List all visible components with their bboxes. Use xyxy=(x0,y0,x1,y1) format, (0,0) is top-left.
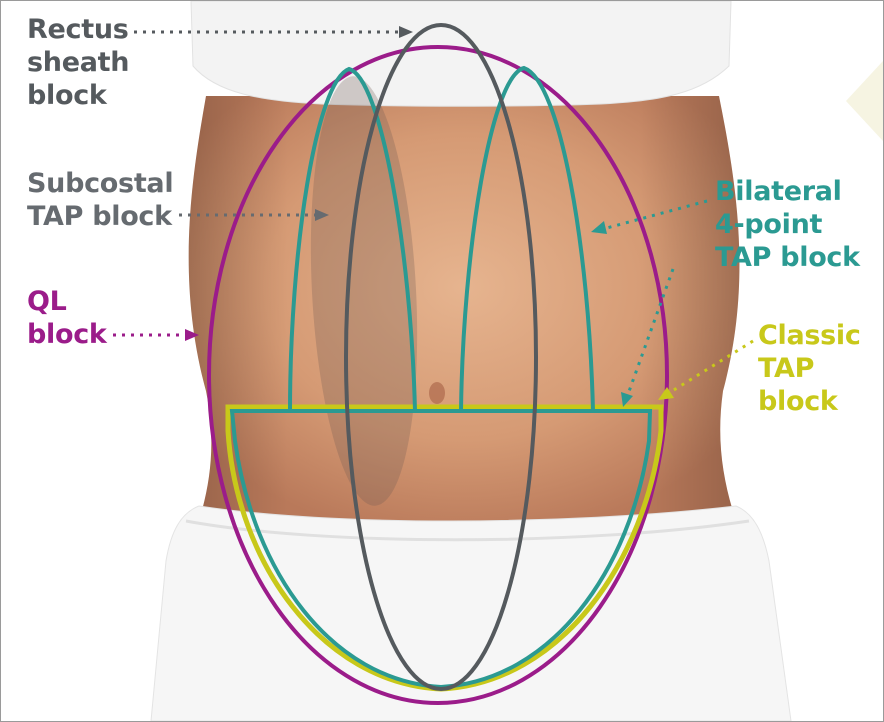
leader-classic-tap xyxy=(658,339,754,400)
label-line: block xyxy=(27,319,107,350)
rectus-sheath-block-label: Rectus sheath block xyxy=(27,13,129,112)
background-shape xyxy=(846,61,883,141)
ql-block-label: QL block xyxy=(27,285,107,351)
ql-block-outline xyxy=(207,45,669,705)
label-line: Subcostal xyxy=(27,168,174,199)
rectus-sheath-outline xyxy=(344,23,538,691)
leader-rectus-sheath xyxy=(134,26,413,38)
bilateral-tap-outline xyxy=(229,65,653,690)
subcostal-tap-block-label: Subcostal TAP block xyxy=(27,167,174,233)
shorts xyxy=(150,505,792,721)
label-line: QL xyxy=(27,286,67,317)
label-line: block xyxy=(758,386,838,417)
label-line: 4-point xyxy=(715,209,823,240)
label-line: TAP block xyxy=(715,242,860,273)
label-line: TAP block xyxy=(27,201,172,232)
label-line: block xyxy=(27,80,107,111)
bilateral-4-point-tap-block-label: Bilateral 4-point TAP block xyxy=(715,175,860,274)
subcostal-tap-region xyxy=(310,76,418,506)
crop-top xyxy=(190,1,732,107)
label-line: Rectus xyxy=(27,14,129,45)
label-line: Classic xyxy=(758,320,861,351)
leader-ql xyxy=(113,329,199,341)
navel xyxy=(429,382,445,404)
classic-tap-block-label: Classic TAP block xyxy=(758,319,861,418)
leader-bilateral-tap xyxy=(591,199,708,407)
label-line: Bilateral xyxy=(715,176,842,207)
label-line: sheath xyxy=(27,47,130,78)
leader-subcostal-tap xyxy=(179,209,329,221)
label-line: TAP xyxy=(758,353,815,384)
